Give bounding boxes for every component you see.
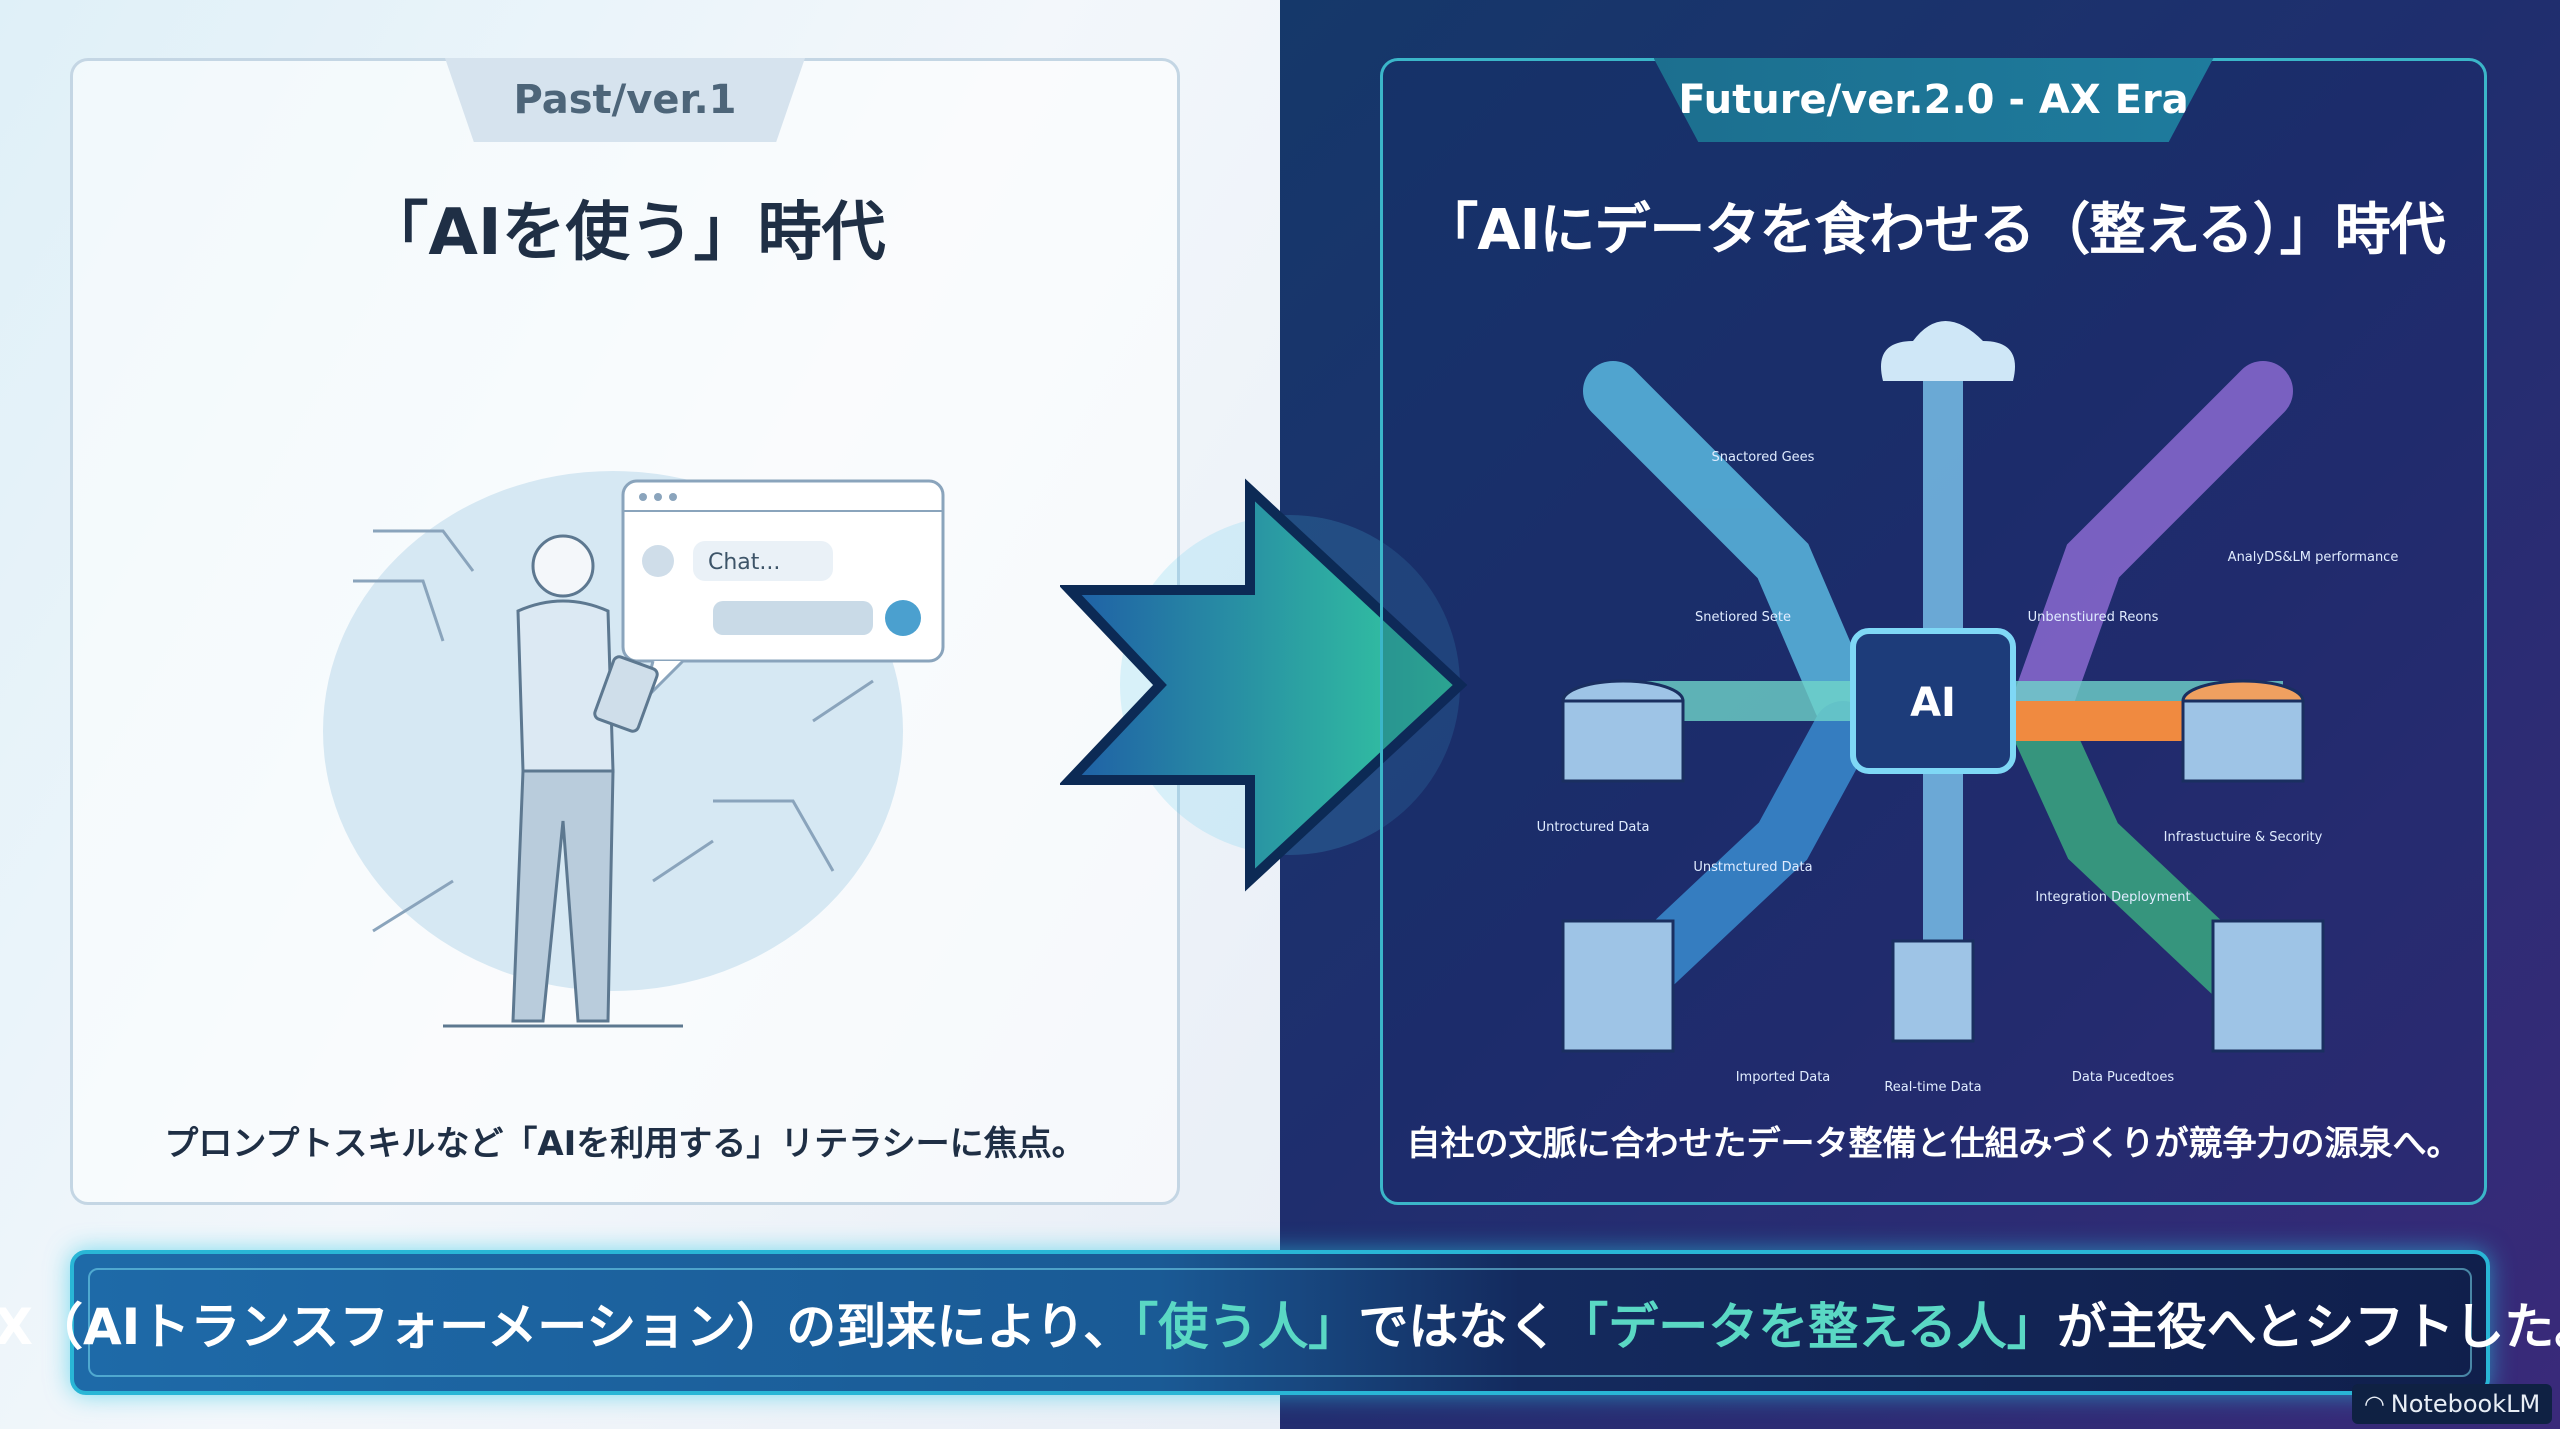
notebooklm-watermark: ◠NotebookLM (2352, 1384, 2552, 1424)
diagram-label: Unstmctured Data (1693, 860, 1812, 875)
diagram-label: Snetiored Sete (1695, 610, 1791, 625)
past-tab: Past/ver.1 (445, 58, 805, 142)
future-panel: Future/ver.2.0 - AX Era 「AIにデータを食わせる（整える… (1380, 58, 2487, 1205)
watermark-text: NotebookLM (2390, 1390, 2541, 1418)
diagram-label: Data Pucedtoes (2072, 1070, 2174, 1085)
notebooklm-logo-icon: ◠ (2363, 1390, 2385, 1418)
banner-highlight: 「データを整える人」 (1558, 1297, 2057, 1356)
diagram-label: Real-time Data (1884, 1080, 1981, 1095)
diagram-label: Imported Data (1736, 1070, 1831, 1085)
data-infrastructure-illustration: AI Snactored Gees Snetiored Sete Untroct… (1537, 321, 2399, 1095)
diagram-label: Untroctured Data (1537, 820, 1650, 835)
future-tab: Future/ver.2.0 - AX Era (1653, 58, 2214, 142)
banner-highlight: 「使う人」 (1133, 1297, 1359, 1356)
banner-text: AX（AIトランスフォーメーション）の到来により、「使う人」ではなく「データを整… (0, 1287, 2560, 1359)
past-caption: プロンプトスキルなど「AIを利用する」リテラシーに焦点。 (164, 1124, 1086, 1164)
summary-banner: AX（AIトランスフォーメーション）の到来により、「使う人」ではなく「データを整… (0, 1250, 2560, 1395)
future-caption: 自社の文脈に合わせたデータ整備と仕組みづくりが競争力の源泉へ。 (1406, 1124, 2461, 1164)
chat-placeholder: Chat... (708, 550, 780, 575)
future-title: 「AIにデータを食わせる（整える）」時代 (1422, 198, 2446, 263)
banner-part: ではなく (1358, 1297, 1559, 1356)
diagram-label: Snactored Gees (1712, 450, 1815, 465)
diagram-label: Infrastuctuire & Secority (2164, 830, 2323, 845)
ai-chip-label: AI (1910, 680, 1956, 726)
past-panel: Past/ver.1 「AIを使う」時代 Chat... プロンプトスキルなど「… (70, 58, 1180, 1205)
diagram-label: Integration Deployment (2035, 890, 2190, 905)
person-using-ai-illustration: Chat... (323, 471, 945, 1028)
diagram-label: AnalyDS&LM performance (2228, 550, 2399, 565)
banner-part: AX（AIトランスフォーメーション）の到来により、 (0, 1297, 1134, 1356)
diagram-label: Unbenstiured Reons (2028, 610, 2159, 625)
transition-arrow-icon (1060, 478, 1468, 892)
past-title: 「AIを使う」時代 (364, 196, 886, 270)
banner-inner-border (88, 1268, 2472, 1377)
banner-part: が主役へとシフトした。 (2056, 1297, 2560, 1356)
